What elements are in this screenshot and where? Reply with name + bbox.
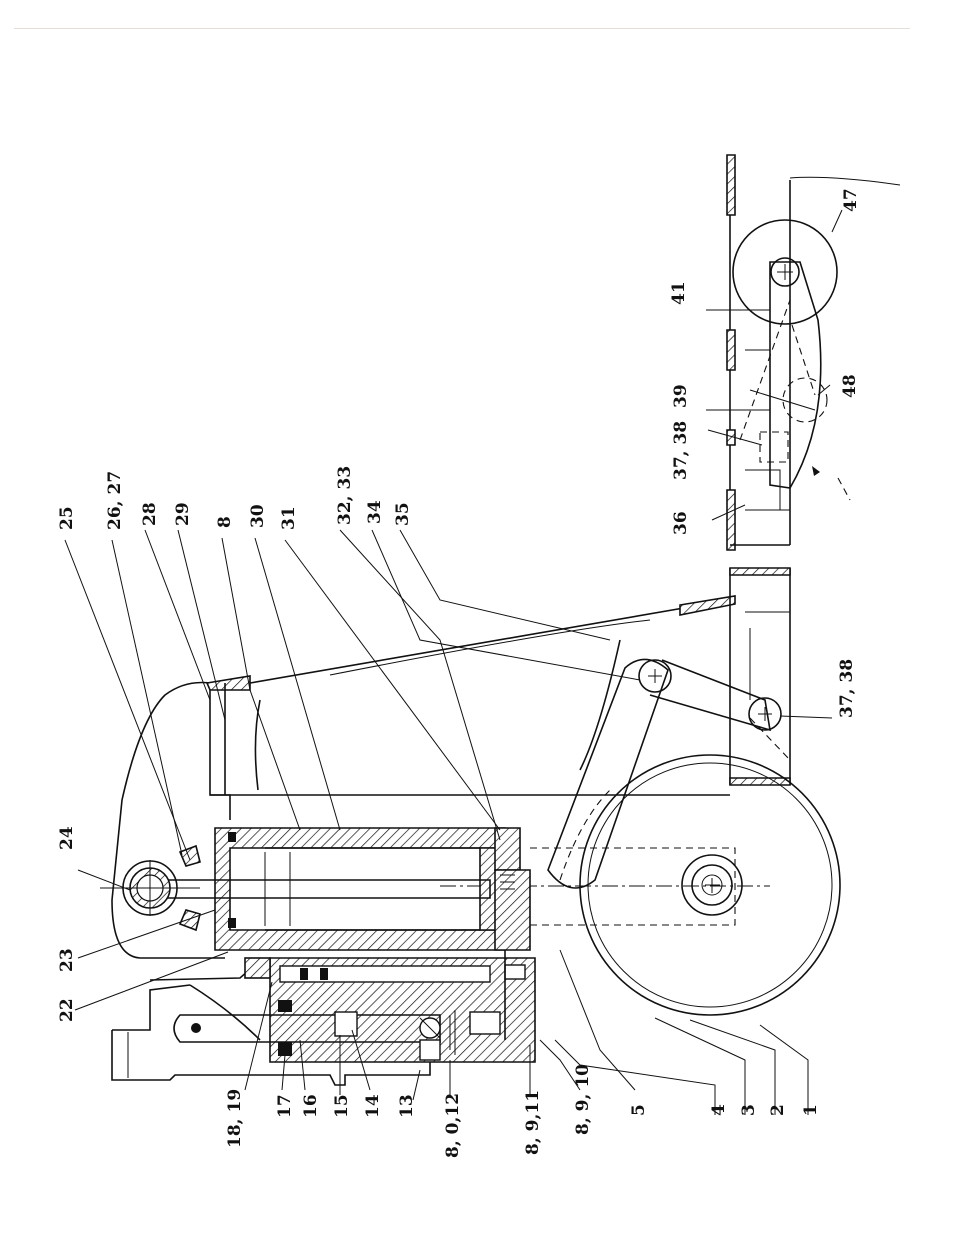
label-18-19: 18, 19 [225, 1089, 245, 1148]
label-32-33: 32, 33 [335, 466, 355, 525]
label-35: 35 [393, 502, 413, 526]
part-labels: 25 26, 27 28 29 8 30 31 32, 33 34 35 24 … [57, 188, 861, 1158]
label-31: 31 [279, 506, 299, 530]
beam-frame [249, 567, 791, 791]
label-15: 15 [332, 1094, 352, 1118]
label-25: 25 [57, 506, 77, 530]
label-22: 22 [57, 998, 77, 1022]
trailer-assembly [715, 154, 901, 551]
label-8-top: 8 [215, 516, 235, 528]
label-5: 5 [629, 1104, 649, 1116]
label-2: 2 [768, 1104, 788, 1116]
housing-outline [111, 675, 730, 959]
label-41: 41 [669, 281, 689, 305]
label-48: 48 [840, 374, 860, 398]
ball-joint [100, 844, 201, 932]
label-37-38-top: 37, 38 [671, 421, 691, 480]
label-36: 36 [671, 511, 691, 535]
label-16: 16 [301, 1094, 321, 1118]
label-24: 24 [57, 826, 77, 850]
cylinder [149, 827, 531, 951]
label-29: 29 [173, 502, 193, 526]
label-14: 14 [363, 1094, 383, 1118]
label-17: 17 [275, 1094, 295, 1118]
label-13: 13 [397, 1094, 417, 1118]
label-23: 23 [57, 948, 77, 972]
label-26-27: 26, 27 [105, 471, 125, 530]
label-4: 4 [709, 1104, 729, 1116]
label-47: 47 [841, 188, 861, 212]
valve-block [173, 950, 536, 1063]
label-1: 1 [801, 1104, 821, 1116]
leader-lines [64, 209, 843, 1115]
label-28: 28 [140, 502, 160, 526]
label-37-38-bottom: 37, 38 [837, 659, 857, 718]
label-30: 30 [248, 504, 268, 528]
top-rule [14, 28, 910, 29]
label-8-0-12: 8, 0,12 [443, 1093, 463, 1158]
label-8-9-10: 8, 9, 10 [573, 1064, 593, 1135]
link-arm [547, 658, 782, 889]
label-39: 39 [671, 384, 691, 408]
label-34: 34 [365, 500, 385, 524]
label-3: 3 [739, 1104, 759, 1116]
label-8-9-11: 8, 9,11 [523, 1090, 543, 1155]
